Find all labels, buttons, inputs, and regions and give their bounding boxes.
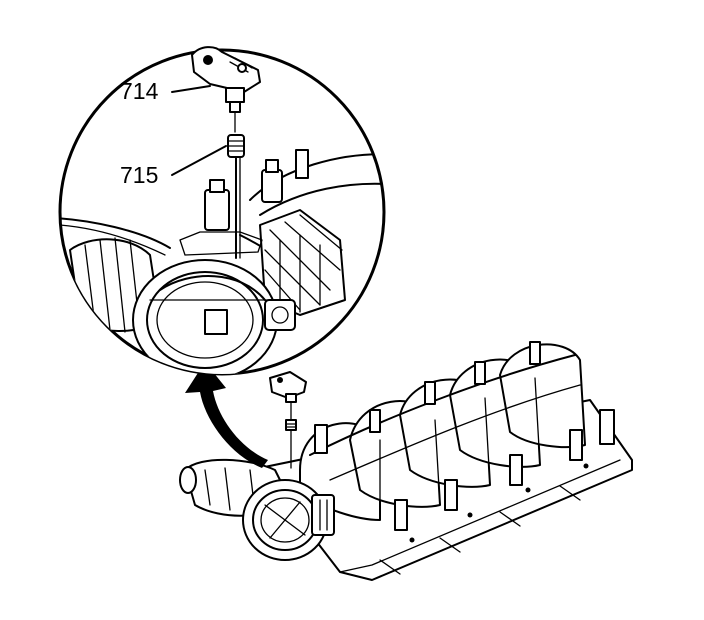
map-sensor-small bbox=[269, 371, 307, 469]
magnify-arrow bbox=[185, 362, 268, 468]
callout-714: 714 bbox=[120, 78, 159, 104]
injector-posts bbox=[314, 341, 615, 531]
throttle-body-lower bbox=[179, 458, 335, 561]
leader-line-715 bbox=[171, 145, 227, 176]
intake-manifold bbox=[249, 341, 633, 581]
map-sensor bbox=[191, 46, 261, 133]
detail-view bbox=[58, 46, 386, 376]
callout-715: 715 bbox=[120, 162, 158, 188]
leader-line-714 bbox=[171, 85, 211, 93]
sensor-seal bbox=[227, 134, 245, 158]
